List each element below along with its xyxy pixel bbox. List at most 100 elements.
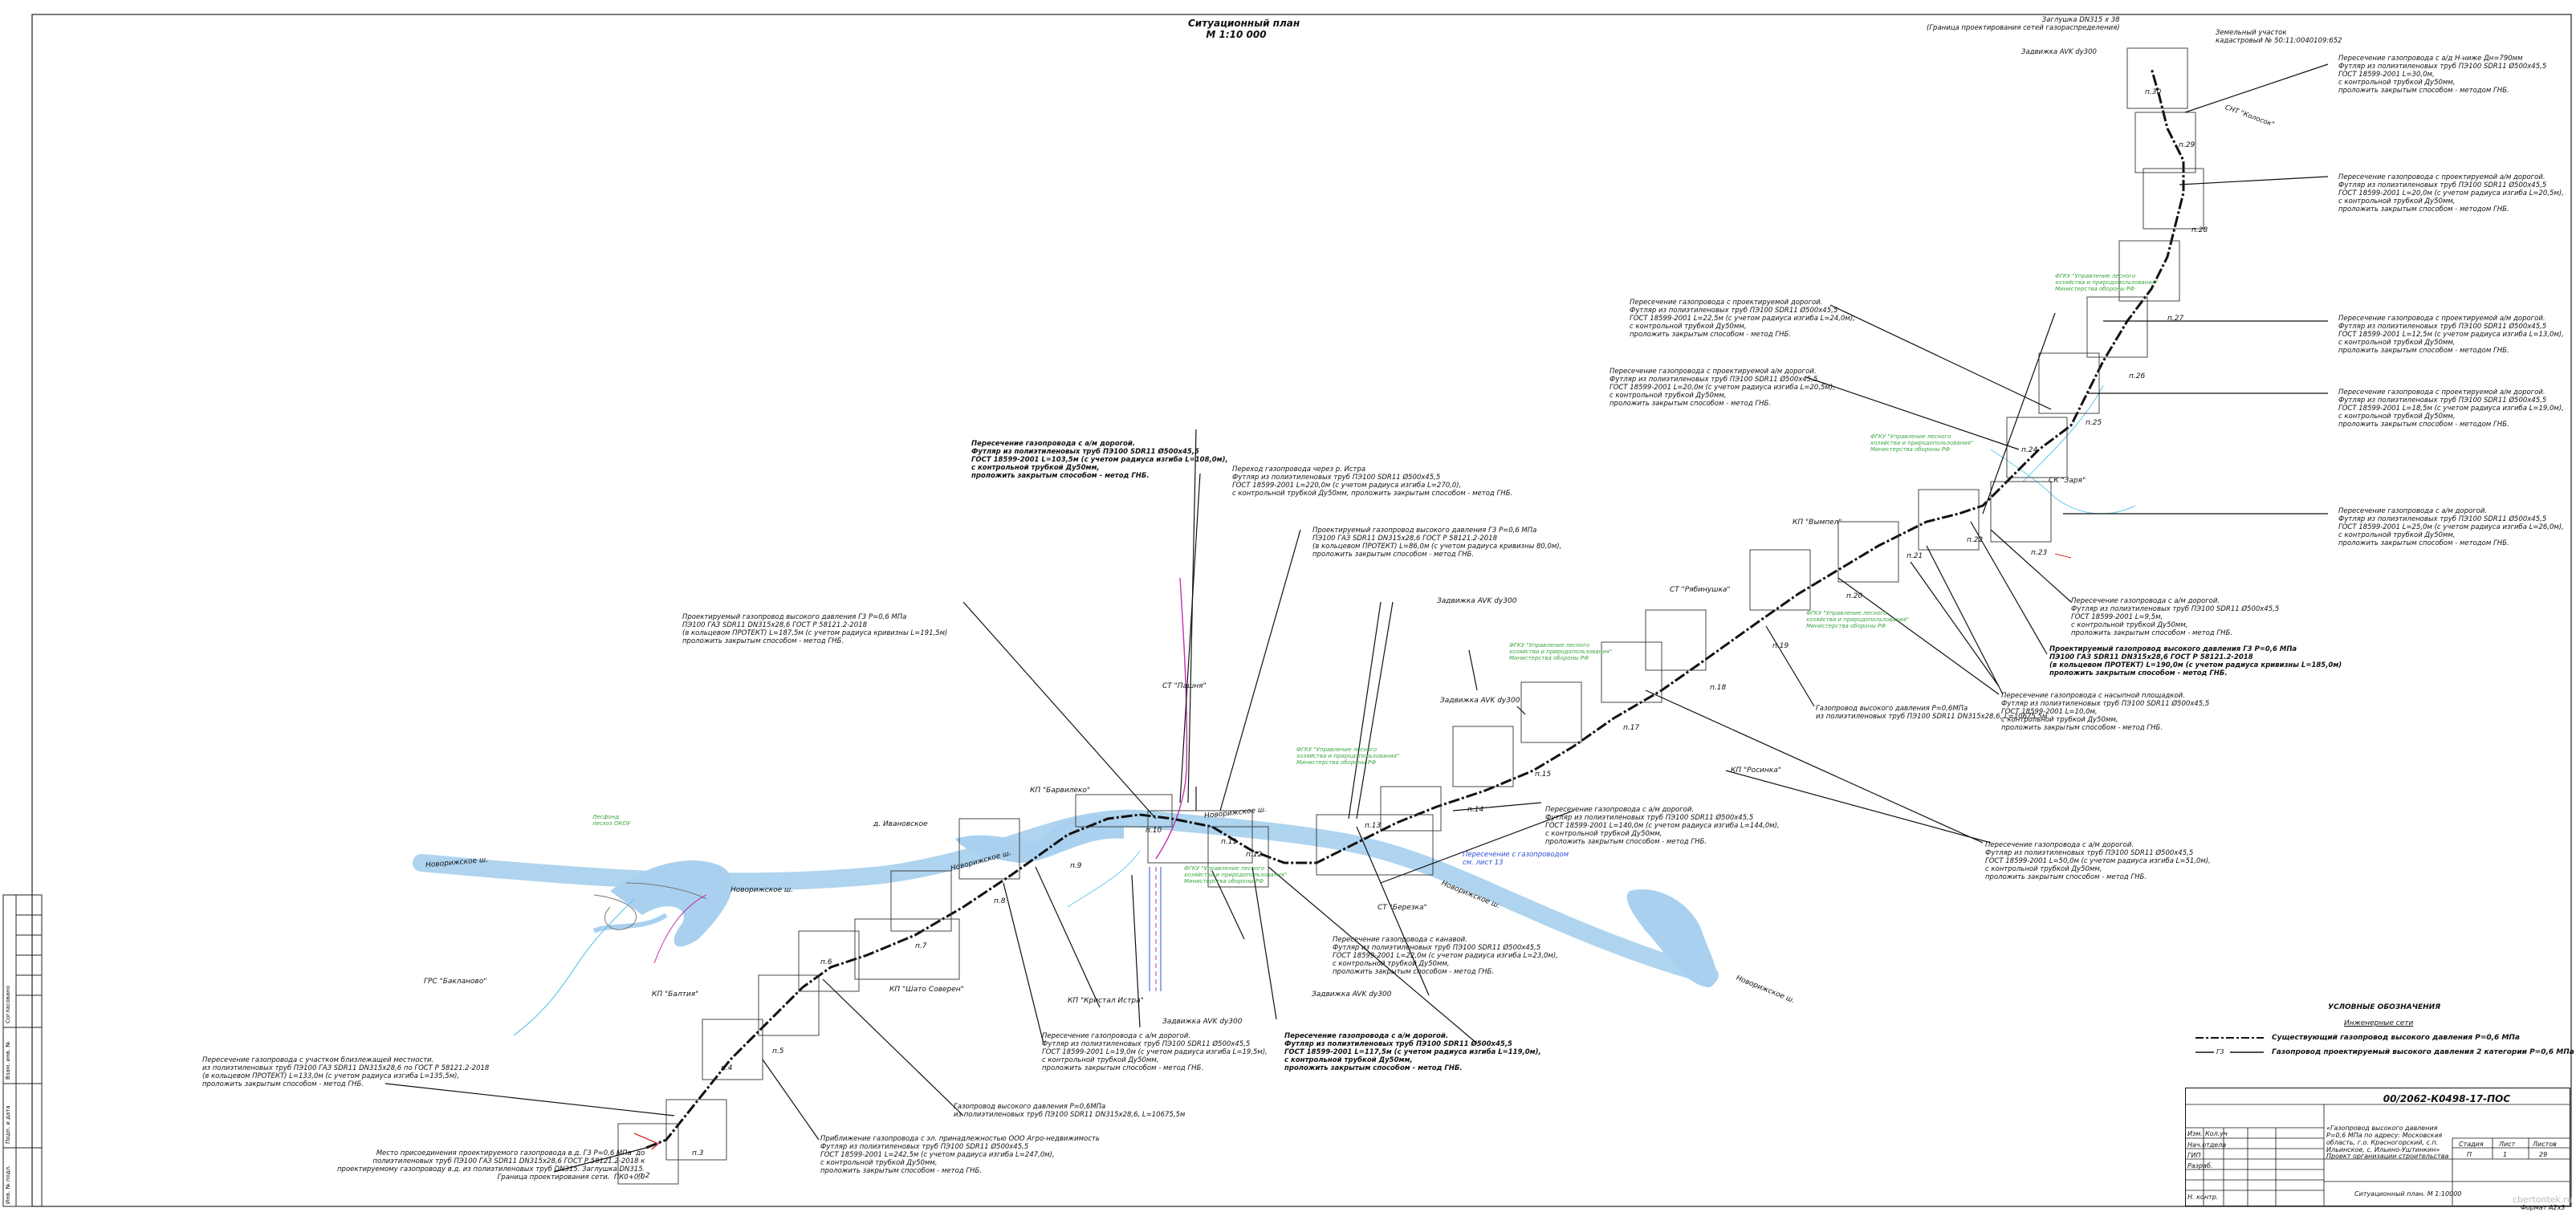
legend-subheading: Инженерные сети — [2344, 1019, 2414, 1027]
plan-scale: М 1:10 000 — [1206, 29, 1267, 40]
fgu-label-1: ФГКУ "Управление лесного хозяйства и при… — [1296, 746, 1400, 766]
side-soglasovano: Согласовано — [5, 985, 11, 1023]
place-grs: ГРС "Бакланово" — [424, 978, 487, 986]
annotation-crossing-8: Пересечение газопровода с а/м дорогой. Ф… — [971, 440, 1228, 480]
picket-18: п.18 — [1710, 684, 1727, 692]
sheets-header: Листов — [2533, 1141, 2557, 1148]
sheets-value: 29 — [2539, 1151, 2548, 1158]
annotation-crossing-7: Пересечение газопровода с проектируемой … — [1609, 368, 1835, 408]
role-gip: ГИП — [2187, 1152, 2201, 1159]
legend-existing-gas: Существующий газопровод высокого давлени… — [2272, 1034, 2521, 1042]
watermark: cbertontek.ru — [2513, 1194, 2573, 1205]
annotation-crossing-5: Пересечение газопровода с а/м дорогой. Ф… — [2338, 507, 2564, 547]
place-kp-kristal: КП "Кристал Истра" — [1068, 997, 1144, 1005]
place-d-ivanovskoe: д. Ивановское — [873, 820, 928, 828]
annotation-crossing-12: Пересечение газопровода с а/м дорогой. Ф… — [1545, 806, 1780, 846]
picket-26: п.26 — [2129, 372, 2146, 380]
picket-4: п.4 — [721, 1064, 733, 1072]
plan-title-line1: Ситуационный план — [1188, 18, 1300, 29]
place-sk-zarya: СК "Заря" — [2049, 477, 2086, 485]
annotation-approach: Приближение газопровода с эл. принадлежн… — [820, 1135, 1100, 1175]
fgu-label-3: ФГКУ "Управление лесного хозяйства и при… — [1509, 642, 1613, 661]
zem-uchastok-label: Земельный участок кадастровый № 50:11:00… — [2216, 29, 2342, 45]
sheet-header: Лист — [2499, 1141, 2516, 1148]
legend-heading: УСЛОВНЫЕ ОБОЗНАЧЕНИЯ — [2328, 1003, 2441, 1011]
annotation-crossing-1: Пересечение газопровода с а/д Н-ниже Дн=… — [2338, 55, 2547, 95]
annotation-crossing-15: Пересечение газопровода с а/м дорогой. Ф… — [1042, 1032, 1268, 1072]
annotation-crossing-16: Пересечение газопровода с участком близл… — [202, 1056, 490, 1088]
fgu-label-6: ФГКУ "Управление лесного хозяйства и при… — [1806, 610, 1910, 629]
gas-pipeline-route — [645, 67, 2185, 1149]
place-st-ryabinushka: СТ "Рябинушка" — [1670, 586, 1731, 594]
picket-17: п.17 — [1623, 724, 1640, 732]
picket-25: п.25 — [2086, 419, 2102, 427]
crossing-ref-label: Пересечение с газопроводом см. лист 13 — [1463, 851, 1569, 867]
picket-2: п.2 — [638, 1172, 650, 1180]
annotation-crossing-14: Пересечение газопровода с а/м дорогой. Ф… — [1284, 1032, 1541, 1072]
picket-6: п.6 — [820, 958, 832, 966]
annotation-projected-2: Проектируемый газопровод высокого давлен… — [682, 613, 948, 645]
sheet-title: Ситуационный план. М 1:10000 — [2354, 1190, 2462, 1198]
annotation-crossing-11: Пересечение газопровода с а/м дорогой. Ф… — [1985, 841, 2211, 881]
annotation-crossing-9: Пересечение газопровода с а/м дорогой. Ф… — [2071, 597, 2280, 637]
place-kp-rosinka: КП "Росинка" — [1731, 767, 1781, 775]
section-name: Проект организации строительства — [2326, 1153, 2449, 1160]
side-inv-podl: Инв. № подл. — [5, 1165, 11, 1204]
place-kp-barvikha: КП "Барвилеко" — [1030, 787, 1091, 795]
object-name: «Газопровод высокого давления P=0,6 МПа … — [2326, 1125, 2443, 1153]
doc-number: 00/2062-К0498-17-ПОС — [2383, 1093, 2511, 1104]
role-razrab: Разраб. — [2187, 1162, 2213, 1169]
picket-27: п.27 — [2167, 315, 2184, 323]
picket-9: п.9 — [1070, 862, 1082, 870]
annotation-crossing-13: Пересечение газопровода с канавой. Футля… — [1333, 936, 1558, 976]
place-st-berezki: СТ "Березка" — [1378, 904, 1427, 912]
picket-20: п.20 — [1846, 592, 1863, 600]
annotation-projected-1: Проектируемый газопровод высокого давлен… — [1312, 527, 1562, 559]
picket-14: п.14 — [1467, 806, 1484, 814]
annotation-crossing-6: Пересечение газопровода с проектируемой … — [1630, 299, 1855, 339]
annotation-crossing-4: Пересечение газопровода с проектируемой … — [2338, 388, 2564, 429]
zadvizhka-4: Задвижка AVK dy300 — [1162, 1018, 1243, 1026]
place-kp-baltiya: КП "Балтия" — [652, 990, 699, 998]
place-kp-shato: КП "Шато Соверен" — [889, 986, 964, 994]
role-nach: Нач.отдела — [2187, 1141, 2227, 1149]
role-nkontr: Н. контр. — [2187, 1194, 2219, 1201]
row-izm: Изм. — [2187, 1130, 2203, 1137]
stage-value: П — [2467, 1151, 2472, 1158]
annotation-pipeline-1: Газопровод высокого давления P=0,6МПа из… — [1816, 705, 2048, 721]
place-kp-vympel: КП "Вымпел" — [1793, 519, 1842, 527]
annotation-projected-3: Проектируемый газопровод высокого давлен… — [2049, 645, 2342, 677]
picket-3: п.3 — [692, 1149, 704, 1157]
annotation-crossing-10: Пересечение газопровода с насыпной площа… — [2001, 692, 2210, 732]
picket-30: п.30 — [2145, 88, 2162, 96]
picket-22: п.22 — [1967, 536, 1984, 544]
fgu-label-5: ФГКУ "Управление лесного хозяйства и при… — [2055, 273, 2159, 292]
lesfond-label: Лесфонд лесхоз ОКОУ — [592, 814, 631, 827]
picket-28: п.28 — [2191, 226, 2208, 234]
fgu-label-2: ФГКУ "Управление лесного хозяйства и при… — [1184, 865, 1288, 885]
row-kol: Кол.уч — [2205, 1130, 2228, 1137]
picket-11: п.11 — [1221, 838, 1238, 846]
picket-8: п.8 — [994, 897, 1006, 905]
picket-29: п.29 — [2179, 141, 2196, 149]
annotation-connection-point: Место присоединения проектируемого газоп… — [337, 1149, 645, 1181]
picket-15: п.15 — [1535, 771, 1552, 779]
format-label: Формат А2х3 — [2521, 1204, 2566, 1211]
picket-23: п.23 — [2031, 549, 2048, 557]
annotation-crossing-2: Пересечение газопровода с проектируемой … — [2338, 173, 2564, 214]
picket-5: п.5 — [772, 1047, 784, 1055]
side-podp-data: Подп. и дата — [5, 1105, 11, 1144]
picket-7: п.7 — [915, 942, 927, 950]
road-label-2: Новорижское ш. — [730, 886, 794, 894]
annotation-crossing-3: Пересечение газопровода с проектируемой … — [2338, 315, 2564, 355]
legend-projected-gas: Газопровод проектируемый высокого давлен… — [2272, 1048, 2576, 1056]
picket-12: п.12 — [1246, 851, 1263, 859]
annotation-pipeline-2: Газопровод высокого давления P=0,6МПа из… — [954, 1103, 1186, 1119]
place-st-pashnya: СТ "Пашня" — [1162, 682, 1207, 690]
stage-header: Стадия — [2459, 1141, 2484, 1148]
annotation-river-istra: Переход газопровода через р. Истра Футля… — [1232, 466, 1513, 498]
zadvizhka-1: Задвижка AVK dy300 — [1437, 597, 1517, 605]
zadvizhka-2: Задвижка AVK dy300 — [1440, 697, 1520, 705]
